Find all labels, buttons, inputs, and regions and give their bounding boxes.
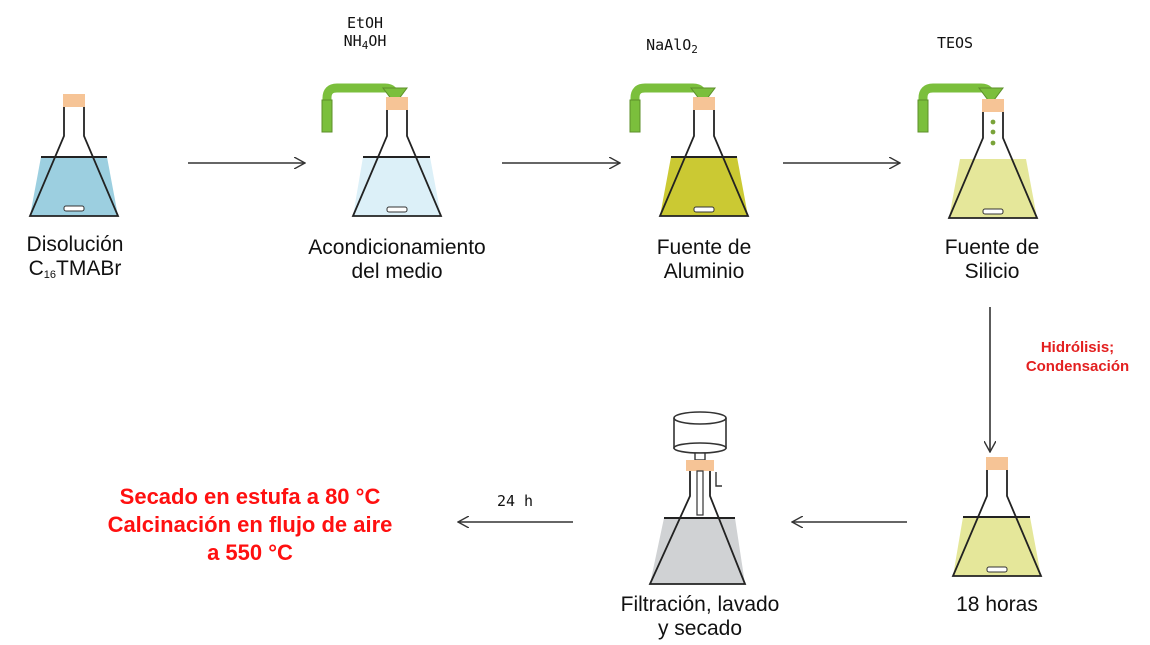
flask-aluminio bbox=[658, 97, 750, 217]
label-aluminio-line1: Fuente de bbox=[656, 236, 752, 259]
label-silicio-line1: Fuente de bbox=[944, 236, 1040, 259]
hydrolysis-line1: Hidrólisis; bbox=[1040, 339, 1115, 356]
label-acondicionamiento-line1: Acondicionamiento bbox=[308, 236, 486, 259]
hydrolysis-line2: Condensación bbox=[1025, 358, 1130, 375]
reagent-nh4oh-sub: 4 bbox=[361, 39, 369, 52]
reagent-nh4oh: NH4OH bbox=[327, 32, 403, 55]
label-silicio-line2: Silicio bbox=[964, 260, 1020, 283]
label-disolucion-c: C bbox=[28, 257, 44, 280]
hydrolysis-note: Hidrólisis; Condensación bbox=[1005, 338, 1150, 376]
final-conditions: Secado en estufa a 80 °C Calcinación en … bbox=[70, 483, 430, 567]
label-disolucion-line2: C16TMABr bbox=[0, 257, 155, 287]
label-silicio: Fuente de Silicio bbox=[922, 236, 1062, 284]
reagent-nh4oh-base: NH bbox=[343, 32, 362, 50]
final-line2: Calcinación en flujo de aire bbox=[107, 512, 393, 537]
label-disolucion: Disolución C16TMABr bbox=[0, 233, 155, 287]
reagent-nh4oh-tail: OH bbox=[368, 32, 387, 50]
label-18-horas-line1: 18 horas bbox=[956, 593, 1038, 616]
label-acondicionamiento-line2: del medio bbox=[351, 260, 443, 283]
flask-silicio bbox=[947, 99, 1039, 219]
reagent-naalo2: NaAlO2 bbox=[632, 36, 712, 59]
time-label: 24 h bbox=[496, 492, 534, 510]
label-filtracion: Filtración, lavado y secado bbox=[585, 593, 815, 641]
final-line3: a 550 °C bbox=[207, 540, 293, 565]
green-arrow-1 bbox=[321, 83, 408, 133]
label-disolucion-tail: TMABr bbox=[56, 257, 122, 280]
reagent-etoh: EtOH bbox=[346, 14, 384, 32]
label-disolucion-sub: 16 bbox=[43, 269, 57, 281]
green-arrow-2 bbox=[629, 83, 716, 133]
label-filtracion-line1: Filtración, lavado bbox=[620, 593, 780, 616]
label-acondicionamiento: Acondicionamiento del medio bbox=[282, 236, 512, 284]
reagent-teos: TEOS bbox=[936, 34, 974, 52]
label-aluminio: Fuente de Aluminio bbox=[634, 236, 774, 284]
label-disolucion-line1: Disolución bbox=[26, 233, 124, 256]
green-arrow-3 bbox=[917, 83, 1004, 133]
label-aluminio-line2: Aluminio bbox=[663, 260, 745, 283]
reagent-naalo2-sub: 2 bbox=[691, 43, 698, 56]
final-line1: Secado en estufa a 80 °C bbox=[119, 484, 381, 509]
reagent-naalo2-base: NaAlO bbox=[646, 36, 692, 54]
flask-filtracion bbox=[648, 411, 747, 585]
label-filtracion-line2: y secado bbox=[657, 617, 743, 640]
label-18-horas: 18 horas bbox=[927, 593, 1067, 617]
flask-disolucion bbox=[28, 94, 120, 217]
flask-acondicionamiento bbox=[351, 97, 443, 217]
flask-18-horas bbox=[951, 457, 1043, 577]
